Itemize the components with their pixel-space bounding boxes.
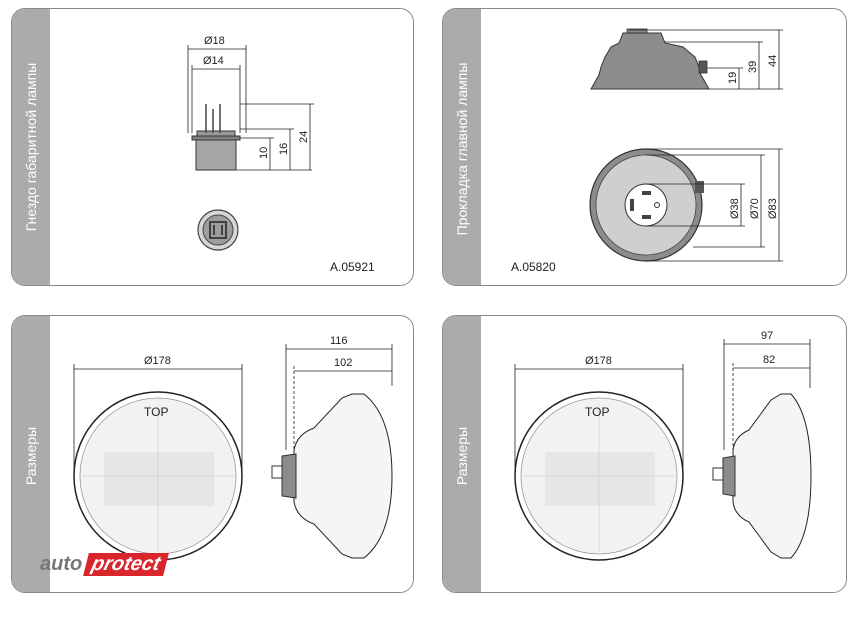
dim-24: 24 <box>298 131 310 143</box>
headlamp-drawing: Ø178 TOP 97 82 <box>514 330 812 561</box>
dim-d14: Ø14 <box>203 55 224 67</box>
gasket-drawing: 39 19 44 Ø38 Ø70 Ø83 A.05820 <box>511 28 783 274</box>
panel-dimensions-2: Размеры Ø178 TOP 97 82 <box>442 315 847 593</box>
panel-main-lamp-gasket: Прокладка главной лампы 39 19 44 <box>442 8 847 286</box>
dim-d70: Ø70 <box>749 198 761 219</box>
socket-side-view <box>191 104 241 171</box>
dim-d83: Ø83 <box>767 198 779 219</box>
top-marker: TOP <box>585 405 609 419</box>
dim-d178: Ø178 <box>144 355 171 367</box>
headlamp-drawing: Ø178 TOP 116 102 <box>73 335 393 561</box>
headlamp-side-view <box>712 393 812 559</box>
part-code: A.05820 <box>511 260 556 274</box>
gasket-front-view <box>589 148 704 262</box>
gasket-side-view <box>590 28 710 90</box>
headlamp-side-view <box>271 393 393 559</box>
dim-102: 102 <box>334 357 352 369</box>
socket-bottom-view <box>197 209 239 251</box>
side-band: Прокладка главной лампы <box>443 9 481 285</box>
dim-82: 82 <box>763 354 775 366</box>
headlamp-front-view <box>73 391 243 561</box>
dim-d18: Ø18 <box>204 35 225 47</box>
dim-d38: Ø38 <box>729 198 741 219</box>
dim-19: 19 <box>727 72 739 84</box>
side-band: Гнездо габаритной лампы <box>12 9 50 285</box>
dim-d178: Ø178 <box>585 355 612 367</box>
side-band: Размеры <box>12 316 50 592</box>
dim-116: 116 <box>330 335 348 347</box>
logo-word-protect: protect <box>83 553 169 576</box>
part-code: A.05921 <box>330 260 375 274</box>
panel-dimensions-1: Размеры Ø178 TOP 116 102 <box>11 315 414 593</box>
panel-parking-lamp-socket: Гнездо габаритной лампы Ø18 Ø14 10 16 <box>11 8 414 286</box>
dim-10: 10 <box>258 147 270 159</box>
side-band: Размеры <box>443 316 481 592</box>
dim-16: 16 <box>278 143 290 155</box>
top-marker: TOP <box>144 405 168 419</box>
dim-44: 44 <box>767 55 779 67</box>
dim-97: 97 <box>761 330 773 342</box>
parking-lamp-socket-drawing: Ø18 Ø14 10 16 24 A.05921 <box>187 35 375 274</box>
dim-39: 39 <box>747 61 759 73</box>
headlamp-front-view <box>514 391 684 561</box>
logo-word-auto: auto <box>40 553 83 575</box>
